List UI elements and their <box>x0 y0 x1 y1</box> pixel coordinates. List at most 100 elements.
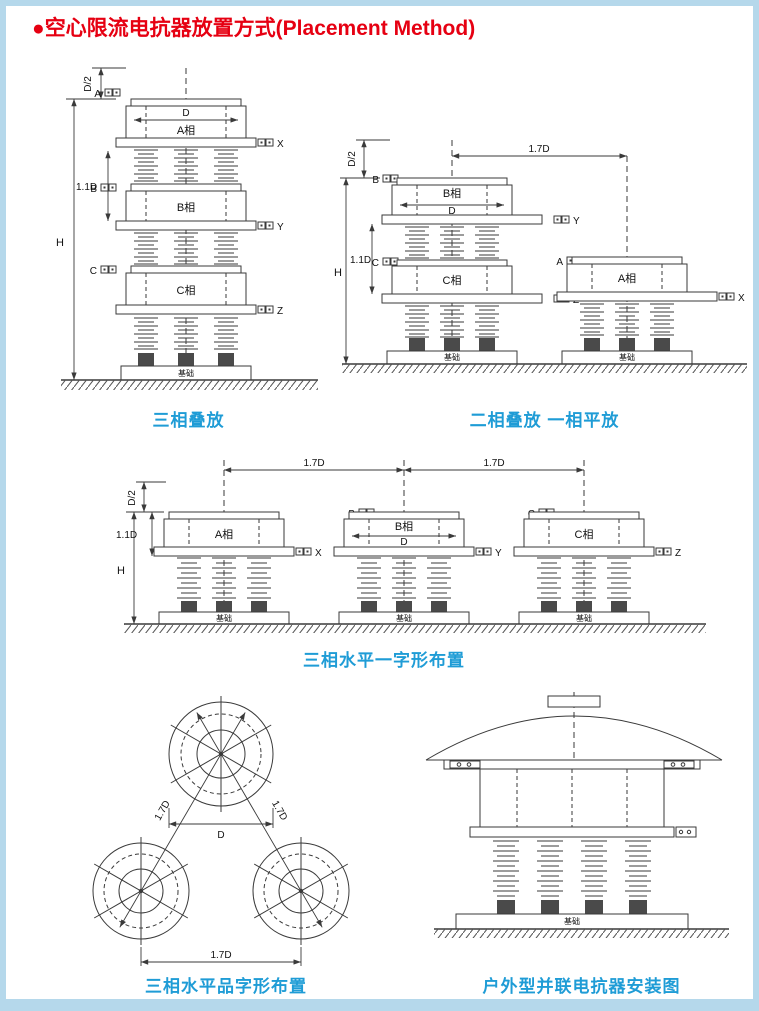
terminal-pad <box>295 547 304 556</box>
foundation-label: 基础 <box>619 352 635 362</box>
phase-a-label: A相 <box>177 124 195 137</box>
foundation: 基础 <box>120 365 252 381</box>
terminal-pad <box>663 547 672 556</box>
dim-label-d: D <box>400 537 407 548</box>
terminal-a-label: A <box>556 257 563 268</box>
terminal-pad <box>655 547 664 556</box>
dim-label-1-1d: 1.1D <box>350 255 371 266</box>
terminal-pad <box>108 265 117 274</box>
phase-a-unit: A D A相 X <box>94 88 284 150</box>
reactor-body <box>469 768 697 838</box>
diagram-horizontal-triangle: 1.7D 1.7D D 1.7D <box>92 696 350 966</box>
dim-label-d-half: D/2 <box>127 490 138 506</box>
dim-label-d-half: D/2 <box>347 151 358 167</box>
terminal-pad <box>475 547 484 556</box>
phase-c-unit: C C相 Z 基础 <box>513 508 681 625</box>
foundation-label: 基础 <box>564 916 580 926</box>
dim-label-1-7d: 1.7D <box>483 458 504 469</box>
terminal-pad <box>112 88 121 97</box>
diagram-outdoor-reactor: 基础 <box>425 692 729 938</box>
insulator-stack <box>492 840 652 914</box>
dim-d-half: D/2 <box>127 481 166 512</box>
phase-c-label: C相 <box>177 284 196 297</box>
terminal-pad <box>303 547 312 556</box>
dim-d: D <box>168 808 274 841</box>
insulator-stack <box>133 317 239 366</box>
terminal-c-label: C <box>372 258 379 269</box>
dim-label-d: D <box>182 108 189 119</box>
terminal-b-label: B <box>90 184 97 195</box>
dim-d-half: D/2 <box>83 67 126 99</box>
terminal-z-label: Z <box>277 306 283 317</box>
terminal-pad <box>108 183 117 192</box>
dim-h: H <box>56 98 116 380</box>
phase-b-unit: B B相 Y <box>90 183 284 233</box>
dim-label-1-7d: 1.7D <box>528 144 549 155</box>
terminal-x-label: X <box>315 548 322 559</box>
dim-1-7d: 1.7D <box>452 144 627 159</box>
terminal-pad <box>265 305 274 314</box>
phase-a-unit: A相 X 基础 <box>153 511 322 625</box>
phase-b-unit: B B相 D Y <box>372 174 580 227</box>
phase-b-label: B相 <box>443 187 461 200</box>
ground <box>342 363 747 373</box>
ground <box>124 623 706 633</box>
dim-label-1-1d: 1.1D <box>76 182 97 193</box>
terminal-y-label: Y <box>573 216 580 227</box>
title-text: 空心限流电抗器放置方式(Placement Method) <box>44 17 476 40</box>
foundation: 基础 <box>455 913 689 930</box>
terminal-pad <box>561 215 570 224</box>
phase-b-label: B相 <box>177 201 195 214</box>
dim-1-7d-bottom: 1.7D <box>140 947 302 966</box>
terminal-pad <box>257 221 266 230</box>
dim-1-1d: 1.1D <box>350 224 375 294</box>
terminal-b-label: B <box>372 175 379 186</box>
terminal-y-label: Y <box>277 222 284 233</box>
dim-h: H <box>334 177 380 364</box>
foundation-label: 基础 <box>444 352 460 362</box>
terminal-pad <box>100 265 109 274</box>
dim-label-1-7d: 1.7D <box>153 799 173 823</box>
phase-b-label: B相 <box>395 520 413 533</box>
terminal-pad <box>100 183 109 192</box>
foundation-label: 基础 <box>396 613 412 623</box>
insulator-stack <box>579 303 675 351</box>
terminal-pad <box>553 215 562 224</box>
terminal-pad <box>257 138 266 147</box>
diagram-three-phase-stacked: D/2 H 1.1D A D A相 X <box>56 67 318 390</box>
caption-horizontal-triangle: 三相水平品字形布置 <box>145 977 307 996</box>
terminal-pad <box>718 292 727 301</box>
dim-d-half: D/2 <box>347 139 390 178</box>
dim-label-h: H <box>334 267 342 279</box>
terminal-pad <box>726 292 735 301</box>
foundation: 基础 <box>386 350 518 365</box>
phase-b-unit: B B相 D Y 基础 <box>333 508 502 625</box>
dim-label-d: D <box>217 830 224 841</box>
ground <box>434 928 729 938</box>
dim-1-7d: 1.7D 1.7D <box>224 458 584 473</box>
title-bullet: ● <box>32 17 45 40</box>
dim-label-h: H <box>117 565 125 577</box>
terminal-y-label: Y <box>495 548 502 559</box>
phase-a-label: A相 <box>618 272 636 285</box>
insulator-stack <box>133 149 239 182</box>
foundation-label: 基础 <box>216 613 232 623</box>
foundation-label: 基础 <box>576 613 592 623</box>
top-beam <box>443 759 701 770</box>
dim-label-1-7d: 1.7D <box>210 950 231 961</box>
dim-1-1d: 1.1D <box>116 512 155 556</box>
dim-h: H <box>117 511 164 624</box>
dim-label-1-1d: 1.1D <box>116 530 137 541</box>
dim-label-1-7d: 1.7D <box>269 799 289 823</box>
caption-three-stacked: 三相叠放 <box>152 411 225 430</box>
terminal-pad <box>104 88 113 97</box>
phase-a-unit: A A相 X <box>556 256 745 304</box>
phase-c-unit: C C相 Z <box>372 257 579 306</box>
phase-c-label: C相 <box>443 274 462 287</box>
foundation-label: 基础 <box>178 368 194 378</box>
insulator-stack <box>404 305 500 351</box>
caption-two-stacked-one-flat: 二相叠放 一相平放 <box>469 411 620 430</box>
caption-horizontal-inline: 三相水平一字形布置 <box>303 651 465 670</box>
dim-label-d: D <box>448 206 455 217</box>
